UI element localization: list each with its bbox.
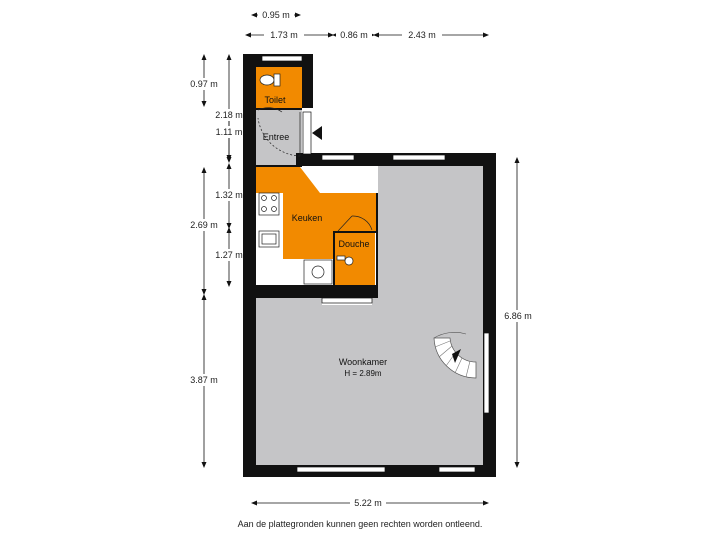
entree-floor bbox=[256, 110, 302, 165]
dim-left-inner-3: 1.27 m bbox=[215, 250, 243, 260]
room-label-toilet: Toilet bbox=[264, 95, 286, 105]
keuken-floor bbox=[256, 167, 377, 285]
dim-left-inner-1: 1.11 m bbox=[216, 127, 243, 137]
dim-top-1: 1.73 m bbox=[270, 30, 298, 40]
woonkamer-floor bbox=[254, 166, 483, 465]
dim-right: 6.86 m bbox=[504, 311, 532, 321]
floor-fills bbox=[254, 67, 483, 465]
dimension-text-backdrops bbox=[186, 9, 539, 509]
dim-left-inner-0: 2.18 m bbox=[215, 110, 243, 120]
dim-bottom: 5.22 m bbox=[354, 498, 382, 508]
fixtures bbox=[257, 73, 373, 285]
dim-top-0: 0.95 m bbox=[262, 10, 290, 20]
spiral-staircase bbox=[433, 332, 477, 379]
disclaimer-text: Aan de plattegronden kunnen geen rechten… bbox=[237, 519, 483, 529]
shower-icon bbox=[344, 256, 354, 266]
dim-top-3: 2.43 m bbox=[408, 30, 436, 40]
dim-left-outer-1: 2.69 m bbox=[190, 220, 218, 230]
stove-icon bbox=[258, 192, 280, 216]
room-height-woonkamer: H = 2.89m bbox=[344, 369, 381, 378]
dim-left-outer-2: 3.87 m bbox=[190, 375, 218, 385]
dim-top-2: 0.86 m bbox=[340, 30, 368, 40]
windows bbox=[261, 55, 490, 473]
room-label-entree: Entree bbox=[263, 132, 290, 142]
room-label-douche: Douche bbox=[338, 239, 369, 249]
sink-icon bbox=[258, 230, 280, 248]
entrance-arrow-icon bbox=[312, 126, 322, 140]
room-label-keuken: Keuken bbox=[292, 213, 323, 223]
dim-left-outer-0: 0.97 m bbox=[190, 79, 218, 89]
dim-left-inner-2: 1.32 m bbox=[215, 190, 243, 200]
room-label-woonkamer: Woonkamer bbox=[339, 357, 387, 367]
appliance-icon bbox=[303, 259, 333, 285]
toilet-bowl-icon bbox=[259, 74, 275, 86]
